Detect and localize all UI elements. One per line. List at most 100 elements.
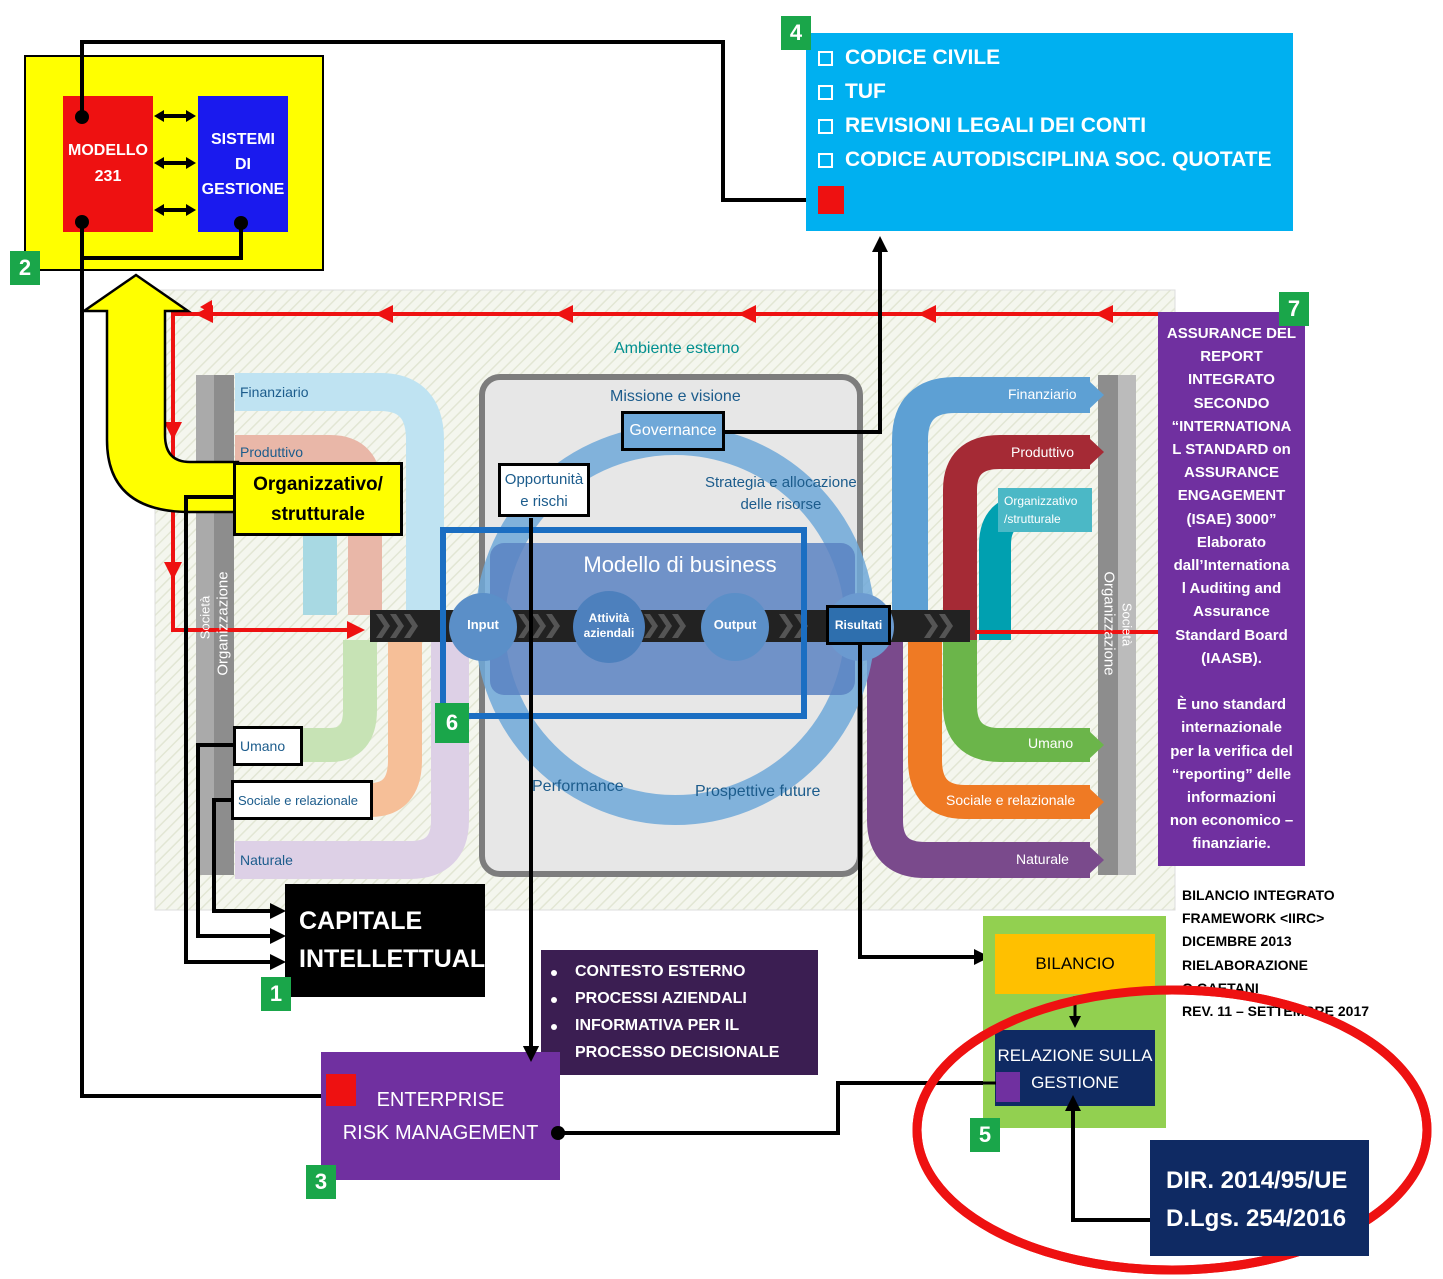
left-cap-sociale: Sociale e relazionale (231, 780, 373, 820)
framework-note-line: DICEMBRE 2013 (1182, 933, 1292, 950)
assurance-line: internazionale (1181, 719, 1282, 737)
output-circle (701, 593, 769, 661)
left-cap-produttivo: Produttivo (240, 444, 304, 460)
badge-4: 4 (781, 16, 811, 50)
sistemi-gestione-box: SISTEMI DI GESTIONE (198, 96, 288, 232)
right-organizzazione-label: Organizzazione (1100, 571, 1118, 676)
missione-label: Missione e visione (610, 388, 741, 405)
framework-note-line: G.GAETANI (1182, 979, 1259, 996)
chevrons (376, 614, 953, 638)
badge-3: 3 (306, 1165, 336, 1199)
org-strutturale-box: Organizzativo/ strutturale (233, 462, 403, 536)
sistemi-line3: GESTIONE (201, 180, 285, 198)
flow-left-finanziario (235, 373, 444, 615)
flow-right-umano (943, 640, 1090, 762)
norms-red-marker (818, 186, 844, 214)
sistemi-line1: SISTEMI (210, 130, 275, 148)
norms-panel: CODICE CIVILE TUF REVISIONI LEGALI DEI C… (806, 33, 1293, 231)
assurance-panel: ASSURANCE DEL REPORT INTEGRATO SECONDO “INTE… (1158, 312, 1305, 866)
framework-note: BILANCIO INTEGRATO FRAMEWORK <IIRC> DICEMB… (1182, 884, 1369, 1023)
assurance-line: SECONDO (1193, 394, 1270, 412)
bullet-icon (551, 970, 557, 976)
assurance-line: Elaborato (1196, 533, 1267, 551)
red-loop-arrowheads (164, 300, 1113, 639)
assurance-line: ASSURANCE (1183, 464, 1279, 482)
right-cap-finanziario: Finanziario (1008, 386, 1077, 402)
norm-item: TUF (818, 75, 1293, 109)
activities-circle (573, 591, 645, 663)
checkbox-icon (818, 50, 833, 66)
right-cap-produttivo: Produttivo (1011, 444, 1075, 460)
left-cap-finanziario: Finanziario (240, 384, 309, 400)
flow-right-sociale (908, 640, 1090, 819)
assurance-line: REPORT (1200, 348, 1263, 366)
assurance-line: L STANDARD on (1172, 441, 1291, 459)
badge-6: 6 (435, 703, 469, 743)
strategia-label: Strategia e allocazione delle risorse (705, 474, 857, 513)
flow-left-umano (235, 640, 377, 762)
performance-label: Performance (532, 778, 624, 795)
assurance-line: informazioni (1186, 789, 1277, 807)
framework-note-line: FRAMEWORK <IIRC> (1182, 910, 1325, 927)
business-model-highlight (440, 527, 807, 719)
bilancio-box: BILANCIO (995, 934, 1155, 994)
left-cap-naturale: Naturale (240, 852, 293, 868)
framework-note-line: RIELABORAZIONE (1182, 956, 1308, 973)
badge-7: 7 (1279, 292, 1309, 326)
erm-box: ENTERPRISE RISK MANAGEMENT (321, 1052, 560, 1180)
business-model-title: Modello di business (583, 552, 777, 577)
right-cap-sociale: Sociale e relazionale (946, 792, 1076, 808)
modello-line2: 231 (94, 168, 122, 185)
assurance-line: “INTERNATIONA (1171, 417, 1292, 435)
checkbox-icon (818, 84, 833, 100)
flow-right-naturale (867, 640, 1090, 878)
left-cap-umano: Umano (233, 726, 303, 766)
right-org-bar (1098, 375, 1118, 875)
assurance-line: È uno standard (1176, 696, 1287, 714)
ambiente-esterno-label: Ambiente esterno (614, 340, 740, 357)
badge-5: 5 (970, 1118, 1000, 1152)
assurance-line: non economico – (1169, 812, 1294, 830)
framework-note-line: BILANCIO INTEGRATO (1182, 887, 1335, 903)
bullet-icon (551, 1024, 557, 1030)
output-label: Output (713, 617, 757, 632)
opportunita-label: Opportunità e rischi (498, 463, 590, 517)
assurance-line: “reporting” delle (1171, 765, 1292, 783)
right-cap-naturale: Naturale (1016, 851, 1069, 867)
assurance-line: INTEGRATO (1188, 371, 1275, 389)
governance-label: Governance (621, 411, 725, 451)
right-arrowheads (1088, 380, 1104, 410)
checkbox-icon (818, 152, 833, 168)
modello-line1: MODELLO (68, 142, 148, 159)
activities-label: Attività aziendali (583, 611, 635, 640)
left-organizzazione-label: Organizzazione (214, 571, 232, 676)
yellow-arrow-shape (79, 273, 240, 514)
norm-item: CODICE CIVILE (818, 41, 1293, 75)
badge-1: 1 (261, 977, 291, 1011)
checkbox-icon (818, 118, 833, 134)
right-cap-umano: Umano (1028, 735, 1074, 751)
assurance-line: finanziarie. (1192, 835, 1271, 853)
right-societa-label: Società (1119, 602, 1135, 647)
assurance-line: per la verifica del (1170, 742, 1293, 760)
assurance-line: (IAASB). (1201, 649, 1262, 667)
norm-item: REVISIONI LEGALI DEI CONTI (818, 109, 1293, 143)
relazione-purple-marker (996, 1072, 1020, 1102)
flow-right-produttivo (943, 435, 1090, 640)
flow-left-naturale (235, 640, 469, 879)
assurance-line: Standard Board (1175, 626, 1288, 644)
sistemi-line2: DI (235, 155, 251, 173)
right-society-bar (1118, 375, 1136, 875)
assurance-line: ENGAGEMENT (1177, 487, 1286, 505)
capitale-intellettuale-box: CAPITALE INTELLETTUALE (285, 884, 502, 997)
results-label: Risultati (826, 605, 891, 645)
erm-red-marker (326, 1074, 356, 1106)
assurance-line: ASSURANCE DEL (1166, 325, 1297, 342)
left-societa-label: Società (197, 595, 213, 640)
framework-note-line: REV. 11 – SETTEMBRE 2017 (1182, 1003, 1370, 1020)
input-label: Input (467, 617, 499, 632)
assurance-line: (ISAE) 3000” (1186, 510, 1277, 528)
assurance-line: Assurance (1193, 603, 1270, 621)
badge-2: 2 (10, 251, 40, 285)
